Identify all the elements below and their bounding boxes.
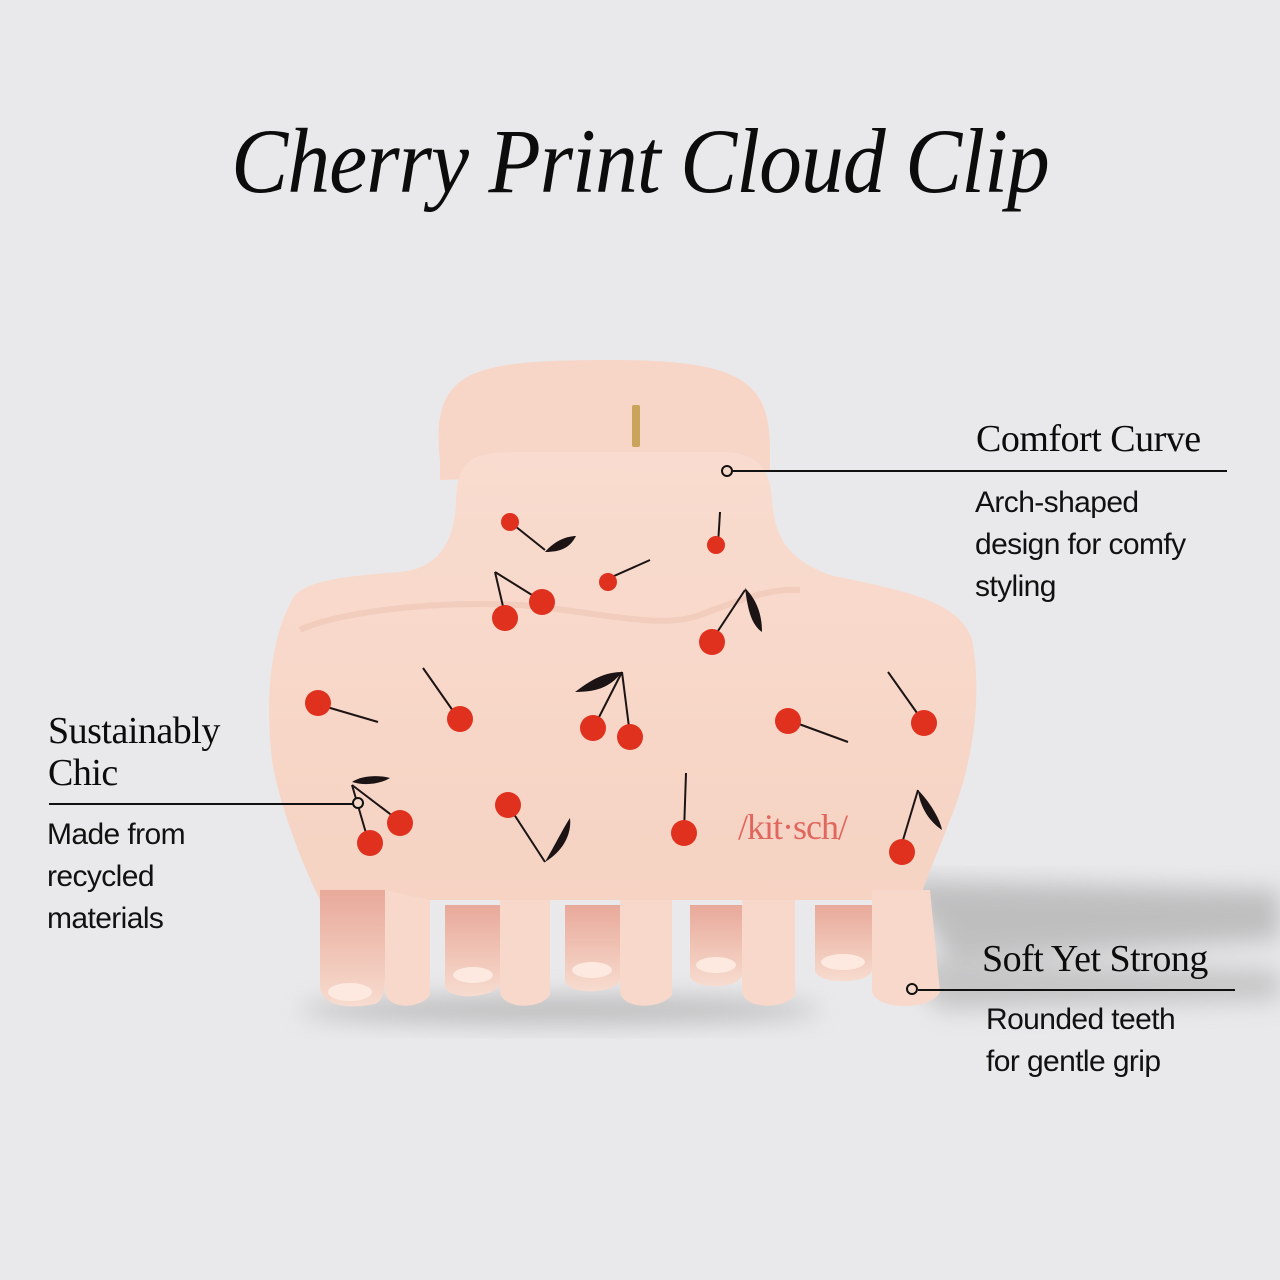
clip-back-arch — [438, 360, 770, 480]
callout-sustainably-chic-text: Made from recycled materials — [47, 814, 186, 940]
callout-line: recycled — [47, 860, 155, 893]
callout-marker-soft-yet-strong — [906, 983, 918, 995]
callout-leader-soft-yet-strong — [918, 989, 1235, 991]
callout-line: Made from — [47, 818, 186, 851]
callout-soft-yet-strong: Soft Yet Strong — [982, 938, 1208, 980]
callout-leader-comfort-curve — [733, 470, 1227, 472]
callout-marker-sustainably-chic — [352, 797, 364, 809]
cherries — [305, 513, 937, 865]
callout-line: design for comfy — [975, 528, 1186, 561]
callout-heading: Chic — [48, 752, 118, 794]
callout-comfort-curve: Comfort Curve — [976, 418, 1201, 460]
callout-comfort-curve-text: Arch-shaped design for comfy styling — [975, 482, 1186, 608]
clip-teeth — [320, 890, 940, 1007]
callout-line: Arch-shaped — [975, 486, 1139, 519]
callout-heading: Sustainably — [48, 710, 220, 752]
callout-line: Rounded teeth — [986, 1003, 1176, 1036]
callout-leader-sustainably-chic — [49, 803, 353, 805]
callout-marker-comfort-curve — [721, 465, 733, 477]
callout-heading: Soft Yet Strong — [982, 938, 1208, 980]
callout-heading: Comfort Curve — [976, 418, 1201, 460]
callout-line: materials — [47, 902, 164, 935]
clip-shadow — [300, 880, 1280, 1024]
callout-line: styling — [975, 570, 1056, 603]
callout-soft-yet-strong-text: Rounded teeth for gentle grip — [986, 999, 1176, 1083]
callout-line: for gentle grip — [986, 1045, 1161, 1078]
callout-sustainably-chic: Sustainably Chic — [48, 710, 220, 794]
page-title: Cherry Print Cloud Clip — [231, 110, 1050, 212]
brand-logo: /kit·sch/ — [738, 807, 848, 847]
